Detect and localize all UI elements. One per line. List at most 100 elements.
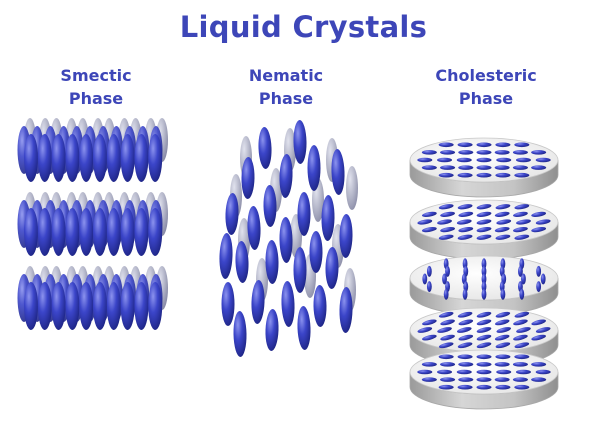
cholesteric-layer bbox=[409, 199, 559, 260]
nematic-label-line2: Phase bbox=[258, 89, 314, 108]
cholesteric-molecule bbox=[458, 227, 474, 233]
cholesteric-molecule bbox=[494, 150, 510, 155]
nematic-molecule bbox=[279, 217, 293, 263]
nematic-molecule bbox=[293, 247, 307, 293]
smectic-molecule bbox=[51, 208, 66, 256]
cholesteric-molecule bbox=[476, 219, 492, 225]
cholesteric-molecule bbox=[494, 211, 510, 217]
cholesteric-molecule bbox=[458, 334, 474, 341]
cholesteric-molecule bbox=[513, 319, 528, 326]
cholesteric-molecule bbox=[440, 150, 456, 155]
nematic-molecule bbox=[263, 185, 277, 227]
cholesteric-molecule bbox=[535, 157, 551, 163]
smectic-molecule bbox=[79, 208, 94, 256]
cholesteric-molecule bbox=[495, 172, 511, 178]
cholesteric-molecule bbox=[495, 354, 511, 360]
cholesteric-layers bbox=[409, 137, 559, 410]
cholesteric-molecule bbox=[476, 327, 492, 333]
cholesteric-molecule bbox=[476, 150, 492, 155]
cholesteric-molecule bbox=[456, 219, 472, 225]
cholesteric-molecule bbox=[516, 327, 531, 333]
cholesteric-molecule bbox=[438, 204, 454, 210]
nematic-molecule bbox=[225, 193, 239, 235]
smectic-molecule bbox=[24, 208, 38, 256]
nematic-molecule bbox=[258, 127, 272, 169]
cholesteric-molecule bbox=[500, 288, 506, 300]
cholesteric-molecule bbox=[496, 327, 512, 333]
cholesteric-molecule bbox=[481, 258, 487, 270]
cholesteric-molecule bbox=[494, 227, 510, 233]
cholesteric-layer bbox=[409, 137, 559, 198]
cholesteric-molecule bbox=[417, 369, 433, 375]
cholesteric-molecule bbox=[457, 311, 473, 318]
cholesteric-molecule bbox=[458, 377, 474, 382]
cholesteric-molecule bbox=[476, 342, 492, 349]
cholesteric-molecule bbox=[531, 377, 547, 382]
cholesteric-molecule bbox=[540, 273, 546, 285]
cholesteric-molecule bbox=[536, 281, 542, 293]
cholesteric-molecule bbox=[458, 362, 474, 367]
cholesteric-molecule bbox=[531, 319, 546, 326]
smectic-molecule bbox=[106, 282, 121, 330]
nematic-molecule bbox=[339, 287, 353, 333]
cholesteric-molecule bbox=[531, 150, 547, 155]
cholesteric-molecule bbox=[512, 150, 528, 155]
cholesteric-molecule bbox=[476, 384, 492, 390]
nematic-molecule bbox=[339, 214, 353, 258]
cholesteric-molecule bbox=[496, 219, 512, 225]
cholesteric-molecule bbox=[531, 211, 547, 217]
cholesteric-molecule bbox=[438, 354, 454, 360]
smectic-molecule bbox=[106, 134, 121, 182]
cholesteric-molecule bbox=[531, 334, 546, 341]
cholesteric-molecule bbox=[437, 219, 452, 225]
cholesteric-molecule bbox=[476, 204, 492, 210]
smectic-molecule bbox=[148, 134, 163, 182]
cholesteric-molecule bbox=[462, 288, 468, 300]
cholesteric-molecule bbox=[495, 342, 511, 349]
smectic-molecule bbox=[37, 208, 52, 256]
cholesteric-molecule bbox=[438, 234, 454, 240]
cholesteric-molecule bbox=[417, 157, 433, 163]
cholesteric-layer bbox=[409, 349, 559, 410]
cholesteric-molecule bbox=[458, 211, 474, 217]
cholesteric-molecule bbox=[495, 311, 511, 318]
smectic-molecule bbox=[120, 134, 135, 182]
nematic-molecule bbox=[313, 285, 327, 327]
smectic-molecule bbox=[24, 134, 38, 182]
cholesteric-molecule bbox=[457, 354, 473, 360]
cholesteric-molecule bbox=[457, 234, 473, 240]
nematic-molecule bbox=[221, 282, 235, 326]
smectic-molecules bbox=[17, 118, 168, 330]
cholesteric-molecule bbox=[456, 327, 472, 333]
smectic-molecule bbox=[51, 282, 66, 330]
nematic-molecule bbox=[241, 157, 255, 199]
nematic-label-line1: Nematic bbox=[248, 66, 324, 85]
smectic-molecule bbox=[93, 282, 107, 330]
nematic-molecule bbox=[297, 192, 311, 236]
cholesteric-molecule bbox=[513, 211, 528, 217]
cholesteric-molecule bbox=[440, 319, 455, 326]
cholesteric-molecule bbox=[445, 265, 450, 277]
smectic-molecule bbox=[24, 282, 38, 330]
cholesteric-molecule bbox=[458, 319, 474, 326]
cholesteric-molecule bbox=[458, 165, 474, 170]
cholesteric-molecule bbox=[422, 319, 437, 326]
smectic-molecule bbox=[37, 134, 52, 182]
cholesteric-molecule bbox=[476, 319, 492, 326]
cholesteric-molecule bbox=[496, 157, 512, 163]
cholesteric-molecule bbox=[442, 273, 447, 285]
nematic-molecule-back bbox=[346, 166, 358, 210]
cholesteric-molecule bbox=[421, 211, 437, 217]
diagram-title: Liquid Crystals bbox=[179, 10, 428, 44]
cholesteric-molecule bbox=[476, 311, 492, 318]
cholesteric-molecule bbox=[518, 265, 523, 277]
cholesteric-molecule bbox=[456, 157, 472, 163]
cholesteric-molecule bbox=[476, 334, 492, 341]
cholesteric-molecule bbox=[421, 165, 437, 170]
smectic-molecule bbox=[134, 134, 149, 182]
cholesteric-molecule bbox=[514, 342, 530, 349]
cholesteric-molecule bbox=[426, 281, 432, 293]
smectic-molecule bbox=[148, 208, 163, 256]
smectic-molecule bbox=[65, 134, 80, 182]
smectic-molecule bbox=[37, 282, 52, 330]
